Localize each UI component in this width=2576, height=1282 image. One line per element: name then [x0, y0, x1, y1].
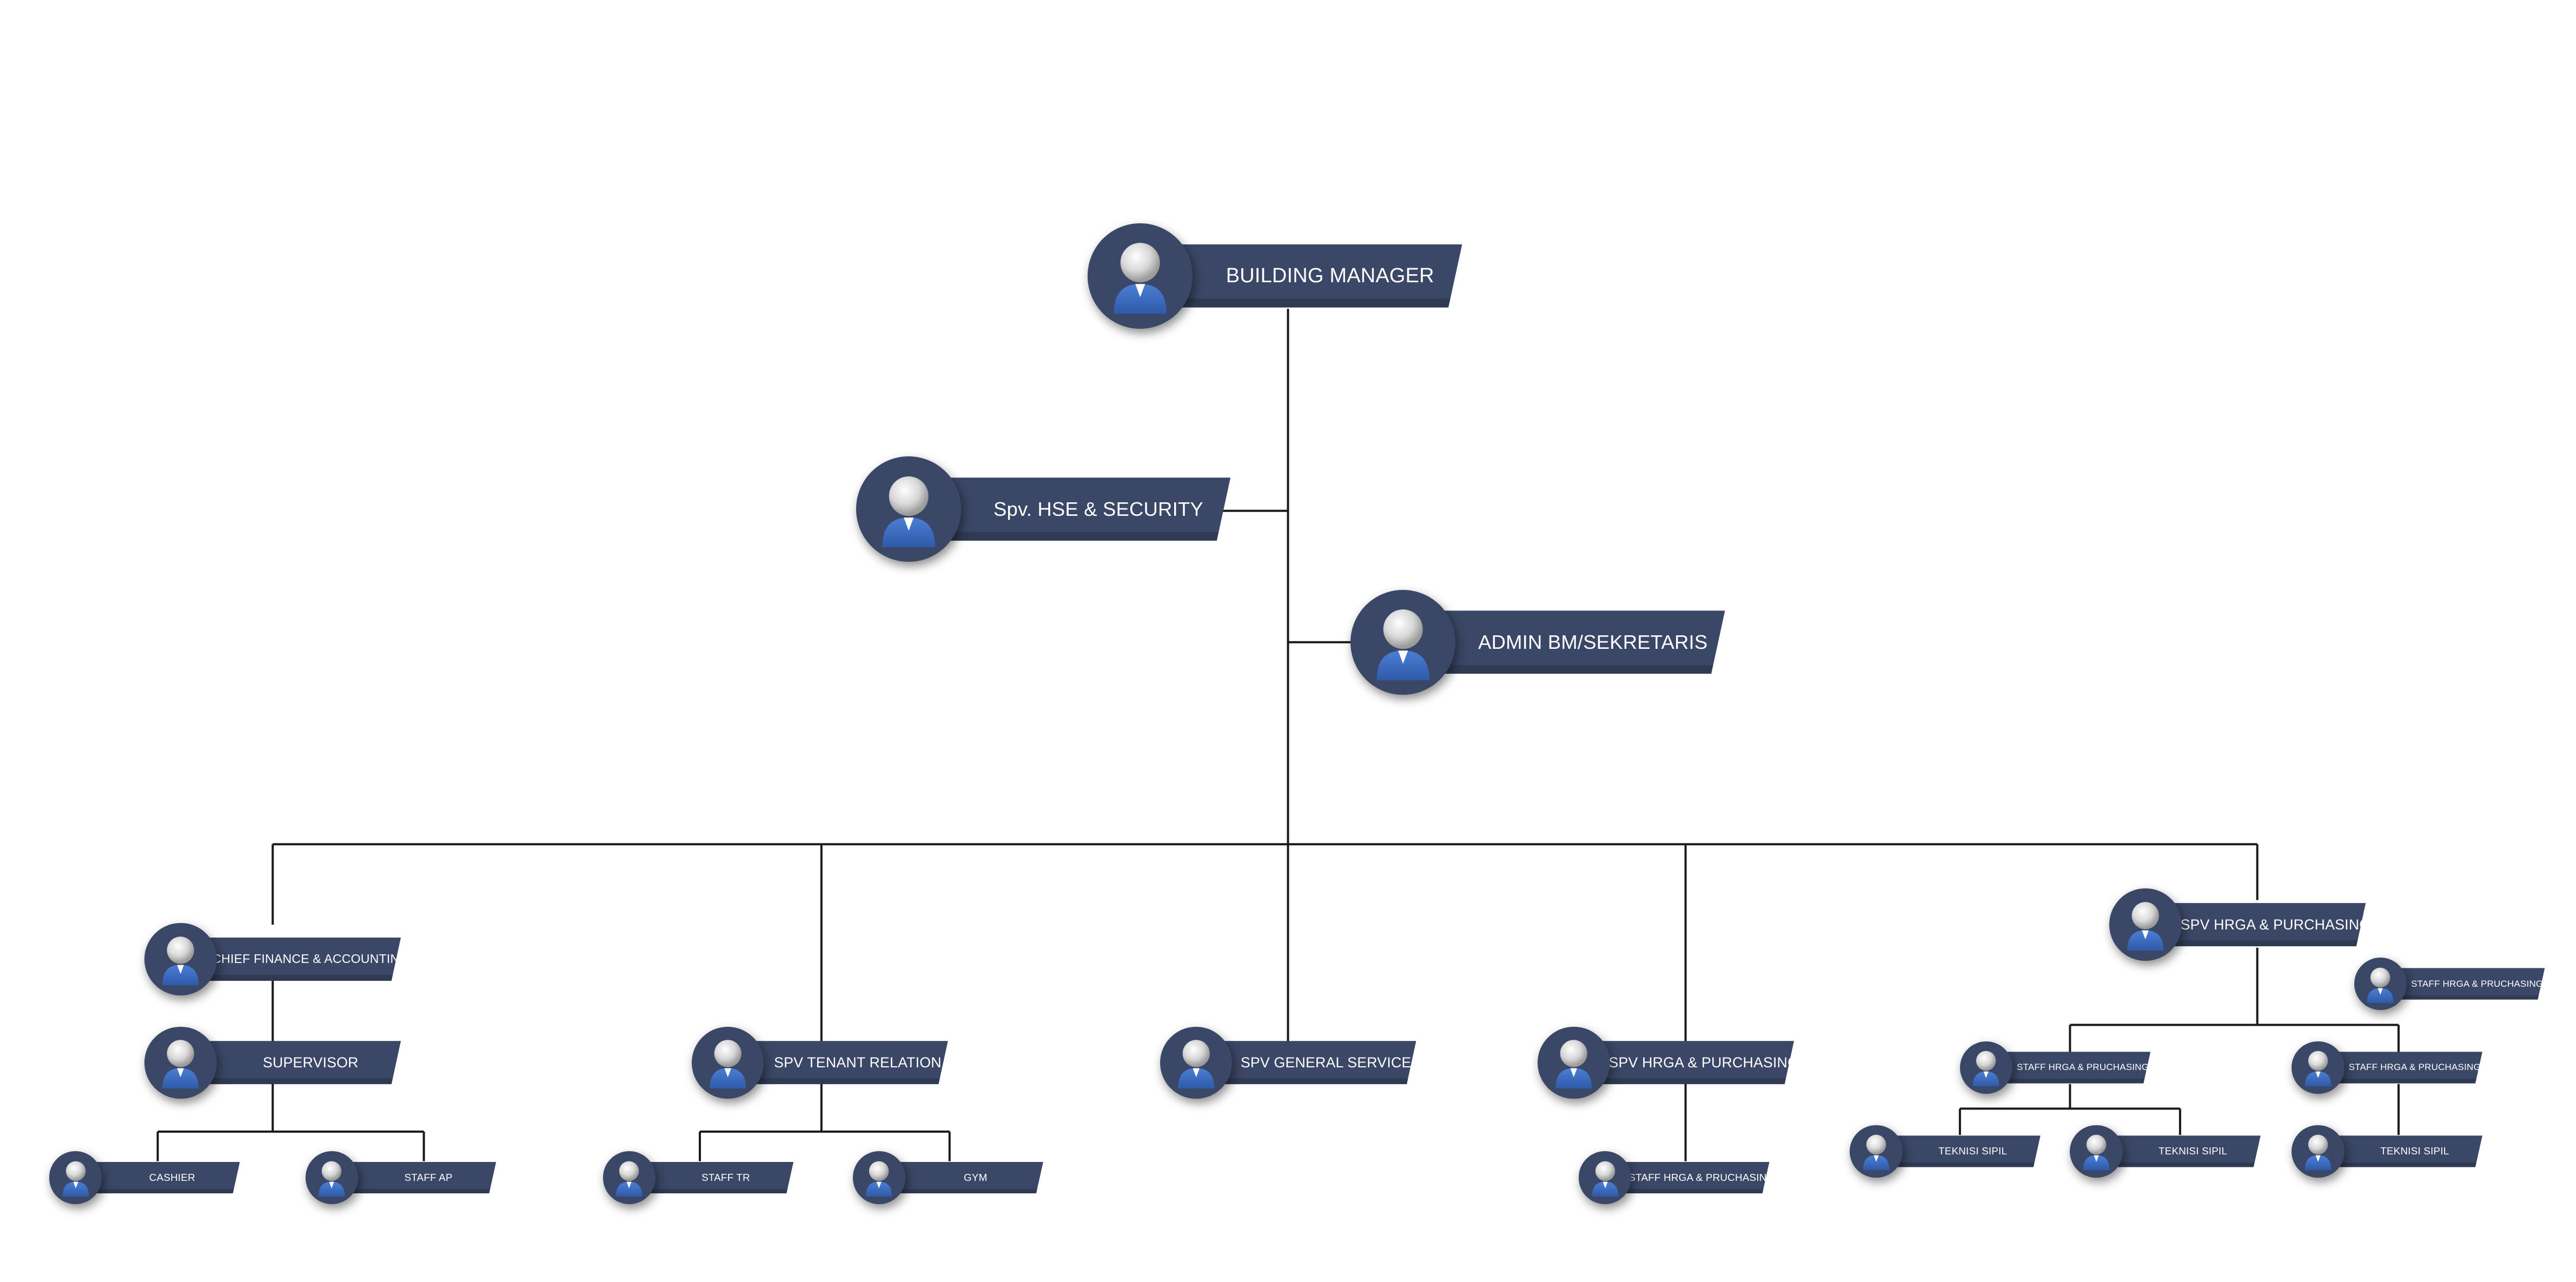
node-label: SUPERVISOR: [263, 1054, 359, 1071]
org-node-cfa: CHIEF FINANCE & ACCOUNTING: [144, 923, 409, 995]
node-label: ADMIN BM/SEKRETARIS: [1478, 630, 1708, 653]
node-avatar: [691, 1026, 764, 1099]
node-label: STAFF TR: [701, 1171, 750, 1183]
node-label: STAFF HRGA & PRUCHASING: [2411, 978, 2544, 989]
org-node-tenant: SPV TENANT RELATION: [691, 1026, 948, 1099]
node-label: CASHIER: [149, 1171, 195, 1183]
org-node-sipil3: TEKNISI SIPIL: [2292, 1125, 2482, 1178]
person-avatar-icon: [2367, 967, 2394, 1003]
node-label: STAFF HRGA & PRUCHASING: [1628, 1171, 1775, 1183]
node-label: STAFF HRGA & PRUCHASING: [2016, 1062, 2149, 1073]
org-node-stafftr: STAFF TR: [602, 1151, 794, 1204]
person-avatar-icon: [1863, 1134, 1890, 1171]
person-avatar-icon: [2305, 1134, 2332, 1171]
node-label: TEKNISI SIPIL: [2158, 1145, 2228, 1157]
person-avatar-icon: [2305, 1051, 2332, 1087]
node-label: STAFF HRGA & PRUCHASING: [2348, 1062, 2481, 1073]
node-avatar: [602, 1151, 655, 1204]
node-label: STAFF AP: [404, 1171, 453, 1183]
org-node-sup: SUPERVISOR: [144, 1026, 401, 1099]
org-node-gym: GYM: [852, 1151, 1043, 1204]
org-node-admin: ADMIN BM/SEKRETARIS: [1350, 589, 1725, 695]
person-avatar-icon: [1376, 609, 1429, 680]
node-avatar: [2070, 1125, 2123, 1178]
person-avatar-icon: [865, 1161, 892, 1197]
node-avatar: [1579, 1151, 1632, 1204]
person-avatar-icon: [2127, 902, 2164, 951]
node-avatar: [852, 1151, 905, 1204]
org-node-staffap: STAFF AP: [305, 1151, 496, 1204]
node-avatar: [144, 923, 217, 995]
person-avatar-icon: [319, 1161, 345, 1197]
node-label: SPV HRGA & PURCHASING: [2180, 916, 2371, 933]
org-node-sipil1: TEKNISI SIPIL: [1850, 1125, 2041, 1178]
org-node-hse: Spv. HSE & SECURITY: [856, 456, 1231, 562]
org-node-gs: SPV GENERAL SERVICE: [1160, 1026, 1416, 1099]
node-avatar: [1959, 1041, 2013, 1094]
node-avatar: [1087, 223, 1193, 329]
node-avatar: [144, 1026, 217, 1099]
org-node-hrga1: SPV HRGA & PURCHASING: [1538, 1026, 1799, 1099]
node-label: CHIEF FINANCE & ACCOUNTING: [212, 952, 409, 966]
node-avatar: [2109, 888, 2182, 961]
node-label: SPV TENANT RELATION: [774, 1054, 942, 1071]
node-avatar: [2354, 957, 2407, 1011]
node-label: BUILDING MANAGER: [1226, 264, 1434, 287]
person-avatar-icon: [162, 936, 199, 986]
person-avatar-icon: [1114, 243, 1167, 314]
org-node-hrga2b: STAFF HRGA & PRUCHASING: [2292, 1041, 2482, 1094]
org-node-bm: BUILDING MANAGER: [1087, 223, 1462, 329]
node-avatar: [1350, 589, 1456, 695]
person-avatar-icon: [1177, 1040, 1214, 1089]
org-node-cashier: CASHIER: [49, 1151, 240, 1204]
person-avatar-icon: [2083, 1134, 2110, 1171]
org-node-hrga2: SPV HRGA & PURCHASING: [2109, 888, 2371, 961]
node-avatar: [1538, 1026, 1610, 1099]
node-label: GYM: [963, 1171, 988, 1183]
person-avatar-icon: [1555, 1040, 1592, 1089]
node-avatar: [1160, 1026, 1233, 1099]
node-label: TEKNISI SIPIL: [2380, 1145, 2449, 1157]
org-node-hrga2a: STAFF HRGA & PRUCHASING: [1959, 1041, 2151, 1094]
person-avatar-icon: [162, 1040, 199, 1089]
node-avatar: [305, 1151, 359, 1204]
org-node-hrga1staff: STAFF HRGA & PRUCHASING: [1579, 1151, 1775, 1204]
node-label: SPV GENERAL SERVICE: [1240, 1054, 1412, 1071]
person-avatar-icon: [1973, 1051, 1999, 1087]
node-avatar: [1850, 1125, 1903, 1178]
node-avatar: [856, 456, 961, 562]
person-avatar-icon: [710, 1040, 746, 1089]
org-node-hrga2side: STAFF HRGA & PRUCHASING: [2354, 957, 2545, 1011]
person-avatar-icon: [62, 1161, 89, 1197]
person-avatar-icon: [616, 1161, 643, 1197]
person-avatar-icon: [1592, 1161, 1619, 1197]
node-avatar: [2292, 1041, 2345, 1094]
node-label: TEKNISI SIPIL: [1938, 1145, 2008, 1157]
node-label: Spv. HSE & SECURITY: [994, 497, 1203, 520]
org-node-sipil2: TEKNISI SIPIL: [2070, 1125, 2261, 1178]
node-label: SPV HRGA & PURCHASING: [1608, 1054, 1799, 1071]
person-avatar-icon: [882, 476, 935, 547]
node-avatar: [2292, 1125, 2345, 1178]
node-avatar: [49, 1151, 102, 1204]
